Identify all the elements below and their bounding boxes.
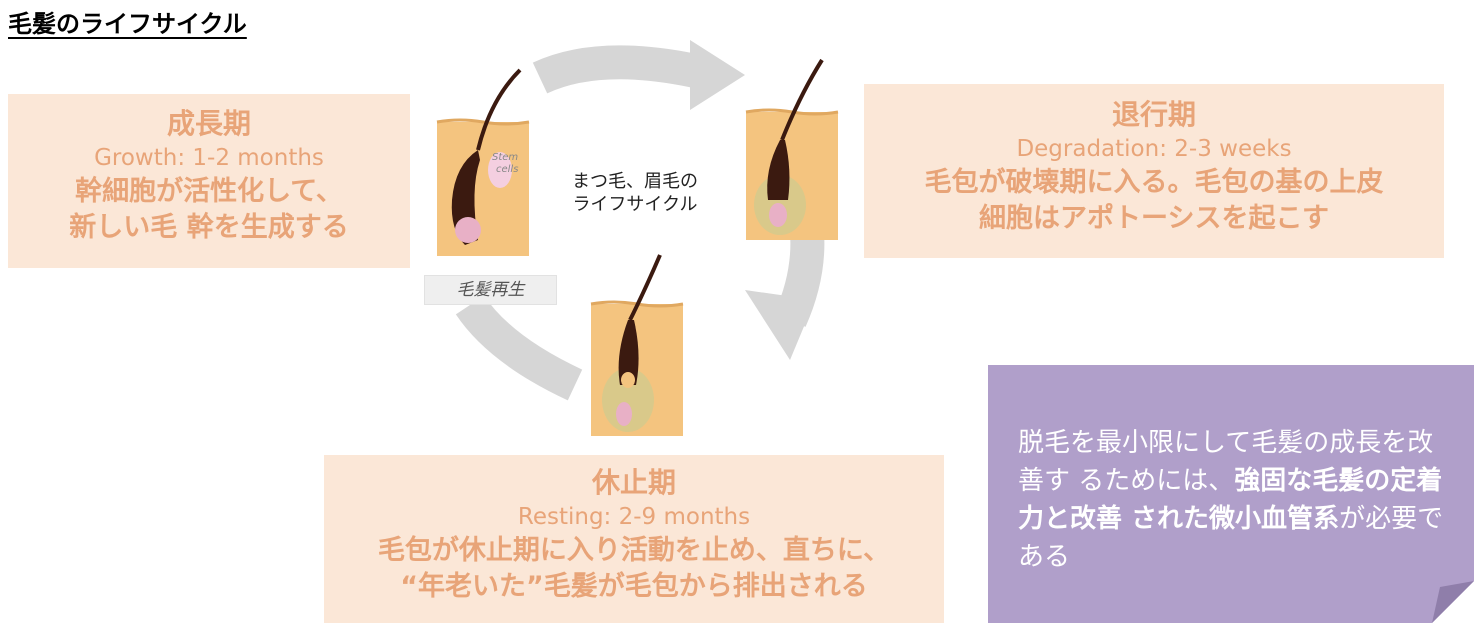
degradation-desc-line2: 細胞はアポトーシスを起こす bbox=[979, 203, 1329, 234]
follicle-growth: Stem cells bbox=[436, 68, 530, 256]
cycle-arrowheads bbox=[690, 40, 815, 360]
growth-desc-line2: 新しい毛 幹を生成する bbox=[69, 212, 349, 243]
note-text-bold: 強固な毛髪の定着力と改善 された微小血管系 bbox=[1018, 466, 1443, 534]
follicle-degradation bbox=[745, 58, 839, 240]
center-label-line2: ライフサイクル bbox=[572, 194, 698, 215]
growth-duration: Growth: 1-2 months bbox=[94, 145, 324, 171]
resting-desc-line1: 毛包が休止期に入り活動を止め、直ちに、 bbox=[377, 535, 891, 566]
page-curl-icon bbox=[1432, 581, 1474, 623]
page-title: 毛髪のライフサイクル bbox=[8, 10, 247, 38]
growth-heading: 成長期 bbox=[166, 107, 251, 140]
stem-label-1: Stem bbox=[492, 152, 518, 163]
resting-heading: 休止期 bbox=[591, 466, 676, 499]
resting-desc-line2: “年老いた”毛髪が毛包から排出される bbox=[400, 571, 868, 602]
center-label-line1: まつ毛、眉毛の bbox=[572, 171, 698, 192]
note-text-part3: が必要である bbox=[1018, 504, 1444, 572]
cycle-center-label: まつ毛、眉毛の ライフサイクル bbox=[545, 170, 725, 216]
degradation-desc-line1: 毛包が破壊期に入る。毛包の基の上皮 bbox=[924, 167, 1384, 198]
degradation-phase-box: 退行期 Degradation: 2-3 weeks 毛包が破壊期に入る。毛包の… bbox=[864, 84, 1444, 258]
growth-desc-line1: 幹細胞が活性化して、 bbox=[75, 176, 343, 207]
note-text-part1: 脱毛を最小限にして毛髪の成長を改善す るためには、 bbox=[1018, 428, 1434, 496]
growth-phase-box: 成長期 Growth: 1-2 months 幹細胞が活性化して、 新しい毛 幹… bbox=[8, 94, 410, 268]
stem-label-2: cells bbox=[496, 164, 518, 175]
degradation-heading: 退行期 bbox=[1111, 98, 1196, 131]
follicle-resting bbox=[590, 254, 684, 436]
note-box bbox=[988, 365, 1474, 623]
regeneration-label: 毛髪再生 bbox=[424, 275, 557, 305]
resting-duration: Resting: 2-9 months bbox=[517, 504, 751, 530]
resting-phase-box: 休止期 Resting: 2-9 months 毛包が休止期に入り活動を止め、直… bbox=[324, 455, 944, 623]
degradation-duration: Degradation: 2-3 weeks bbox=[1016, 136, 1292, 162]
note-text: 脱毛を最小限にして毛髪の成長を改善す るためには、強固な毛髪の定着力と改善 され… bbox=[1018, 424, 1458, 576]
